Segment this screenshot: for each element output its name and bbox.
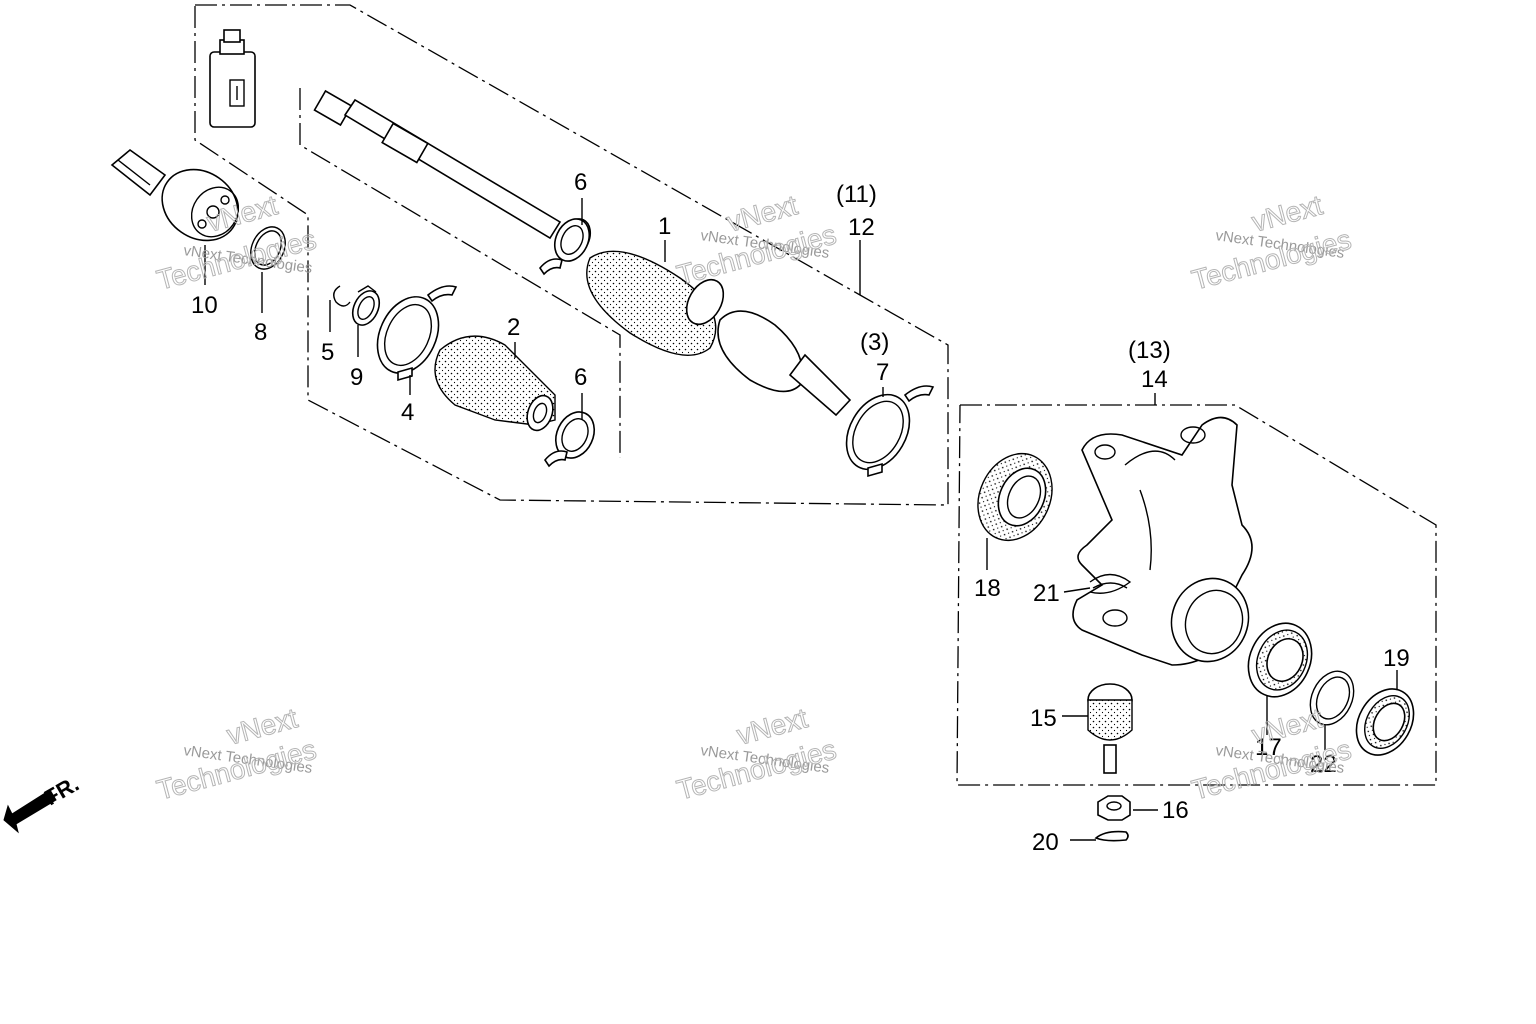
callout-18: 18 — [974, 575, 1001, 602]
boot-band-4 — [376, 285, 458, 382]
cotter-pin-20 — [1094, 830, 1129, 842]
castle-nut-16 — [1097, 795, 1131, 821]
callout-labels: 1 2 4 5 6 6 7 8 9 10 12 14 15 16 17 18 1… — [191, 169, 1410, 856]
outer-cv-joint — [110, 148, 240, 242]
watermark-top: vNext — [1249, 189, 1326, 238]
watermark-logo: Technologies — [154, 224, 320, 296]
leader-lines — [204, 198, 1398, 841]
callout-19: 19 — [1383, 645, 1410, 672]
callout-2: 2 — [507, 314, 520, 341]
group-label-13: (13) — [1128, 337, 1171, 364]
callout-6-upper: 6 — [574, 169, 587, 196]
callout-20: 20 — [1032, 829, 1059, 856]
oil-seal-19 — [1355, 688, 1415, 756]
callout-22: 22 — [1310, 751, 1337, 778]
callout-5: 5 — [321, 339, 334, 366]
boot-band-6-upper — [553, 218, 591, 262]
group-label-3: (3) — [860, 329, 889, 356]
oil-seal-18 — [977, 452, 1053, 542]
boot-band-6-lower — [544, 411, 596, 468]
callout-15: 15 — [1030, 705, 1057, 732]
callout-17: 17 — [1255, 734, 1282, 761]
circlip-21 — [1089, 573, 1132, 594]
boot-2 — [434, 335, 556, 432]
callout-8: 8 — [254, 319, 267, 346]
callout-1: 1 — [658, 213, 671, 240]
callout-21: 21 — [1033, 580, 1060, 607]
wheel-bearing-17 — [1247, 622, 1313, 698]
callout-16: 16 — [1162, 797, 1189, 824]
front-direction-arrow-icon: FR. — [3, 771, 83, 834]
callout-14: 14 — [1141, 366, 1168, 393]
callout-10: 10 — [191, 292, 218, 319]
knuckle-14 — [1072, 416, 1253, 666]
clip-5 — [333, 285, 351, 307]
snap-ring-8 — [250, 226, 286, 270]
assembly-outlines — [194, 4, 1437, 786]
group-label-11: (11) — [836, 181, 877, 208]
snap-ring-22 — [1309, 670, 1355, 726]
grease-bottle-icon — [209, 29, 256, 128]
ball-joint-15 — [1087, 683, 1133, 774]
callout-12: 12 — [848, 214, 875, 241]
band-7 — [845, 385, 935, 478]
callout-9: 9 — [350, 364, 363, 391]
callout-6-lower: 6 — [574, 364, 587, 391]
band-9 — [351, 285, 381, 326]
callout-7: 7 — [876, 359, 889, 386]
callout-4: 4 — [401, 399, 414, 426]
